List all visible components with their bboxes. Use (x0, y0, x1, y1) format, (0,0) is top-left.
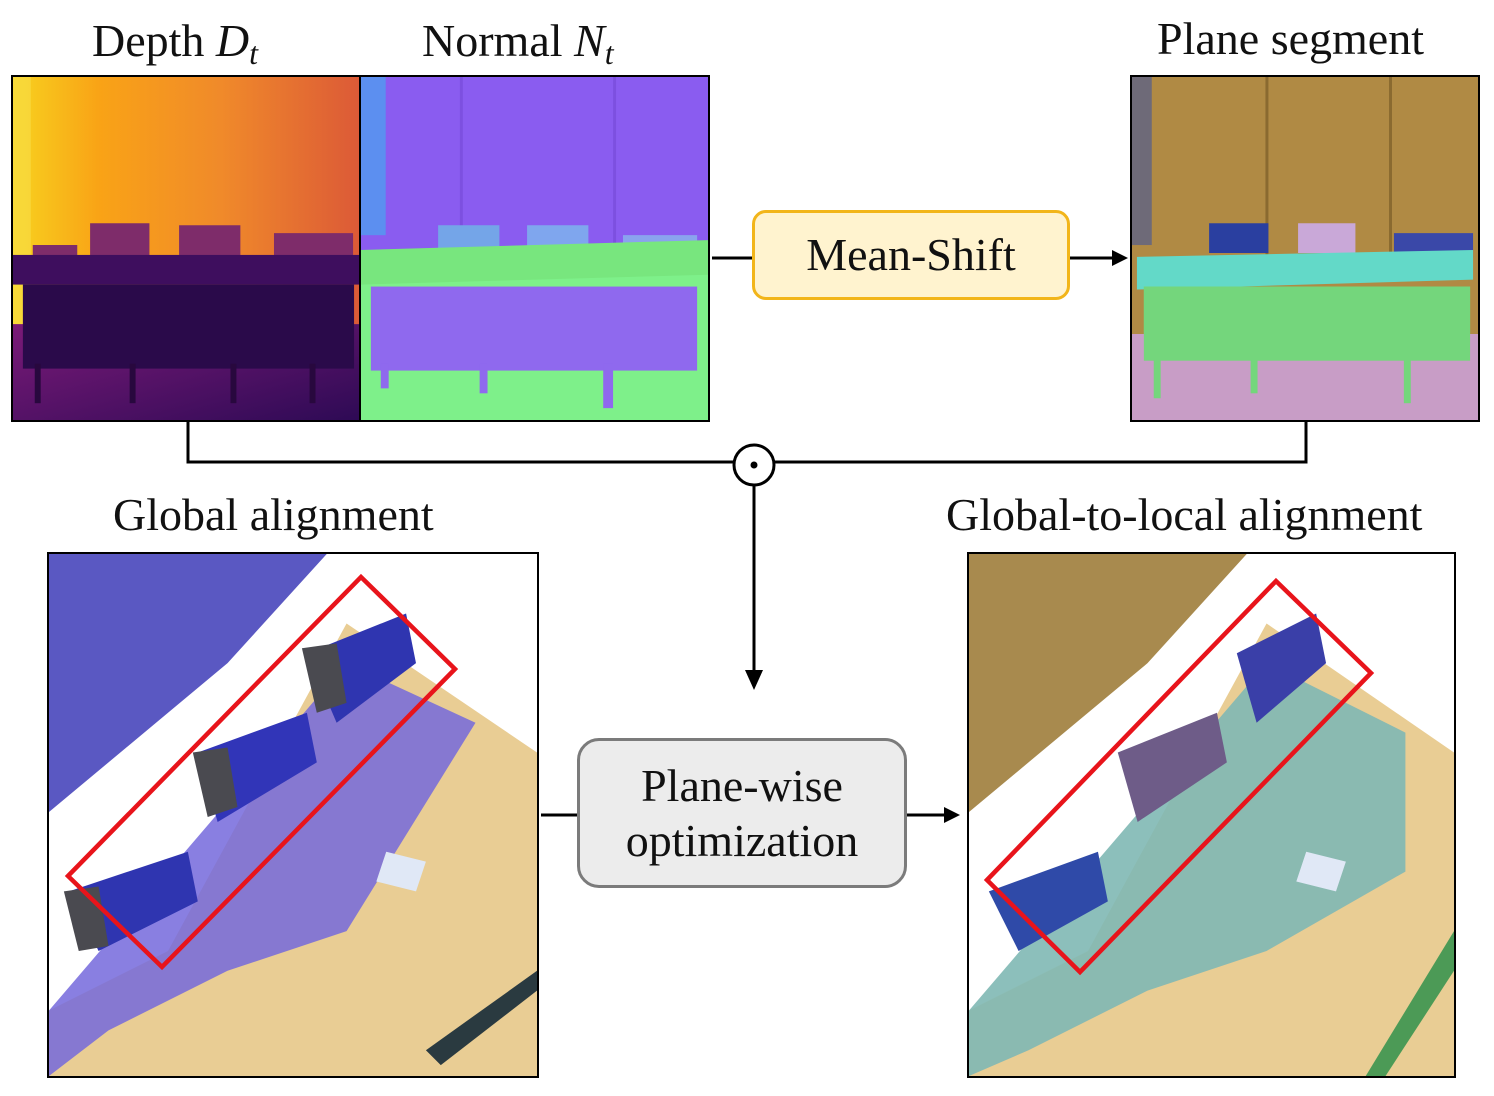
plane-wise-label-line1: Plane-wise (641, 759, 843, 811)
merge-line-right (775, 422, 1308, 464)
normal-title-var: N (574, 15, 605, 66)
depth-title-var: D (215, 15, 250, 66)
global-to-local-title: Global-to-local alignment (946, 489, 1423, 540)
plane-segment-graphic (1132, 77, 1478, 420)
highlight-box-global (64, 573, 459, 971)
global-alignment-title: Global alignment (113, 489, 434, 540)
normal-title-sub: t (604, 35, 614, 71)
plane-wise-optimization-box: Plane-wise optimization (577, 738, 907, 888)
plane-segment-title: Plane segment (1157, 13, 1424, 64)
plane-segment-image (1130, 75, 1480, 422)
plane-wise-label-line2: optimization (625, 815, 859, 866)
depth-map-graphic (13, 77, 359, 420)
global-alignment-image (47, 552, 539, 1078)
planewise-arrowhead (944, 807, 960, 823)
merge-line (186, 422, 733, 464)
normal-map-graphic (361, 77, 708, 420)
normal-title: Normal Nt (422, 15, 614, 71)
normal-map-image (359, 75, 710, 422)
normal-title-text: Normal (422, 15, 563, 66)
highlight-box-local (983, 577, 1375, 976)
depth-map-image (11, 75, 361, 422)
down-arrowhead (745, 670, 763, 690)
meanshift-arrowhead (1112, 250, 1128, 266)
depth-title-text: Depth (92, 15, 205, 66)
depth-title: Depth Dt (92, 15, 259, 71)
hadamard-operator-dot (750, 461, 758, 469)
depth-title-sub: t (249, 35, 259, 71)
mean-shift-label: Mean-Shift (806, 229, 1016, 281)
global-alignment-graphic (49, 554, 537, 1076)
mean-shift-box: Mean-Shift (752, 210, 1070, 300)
